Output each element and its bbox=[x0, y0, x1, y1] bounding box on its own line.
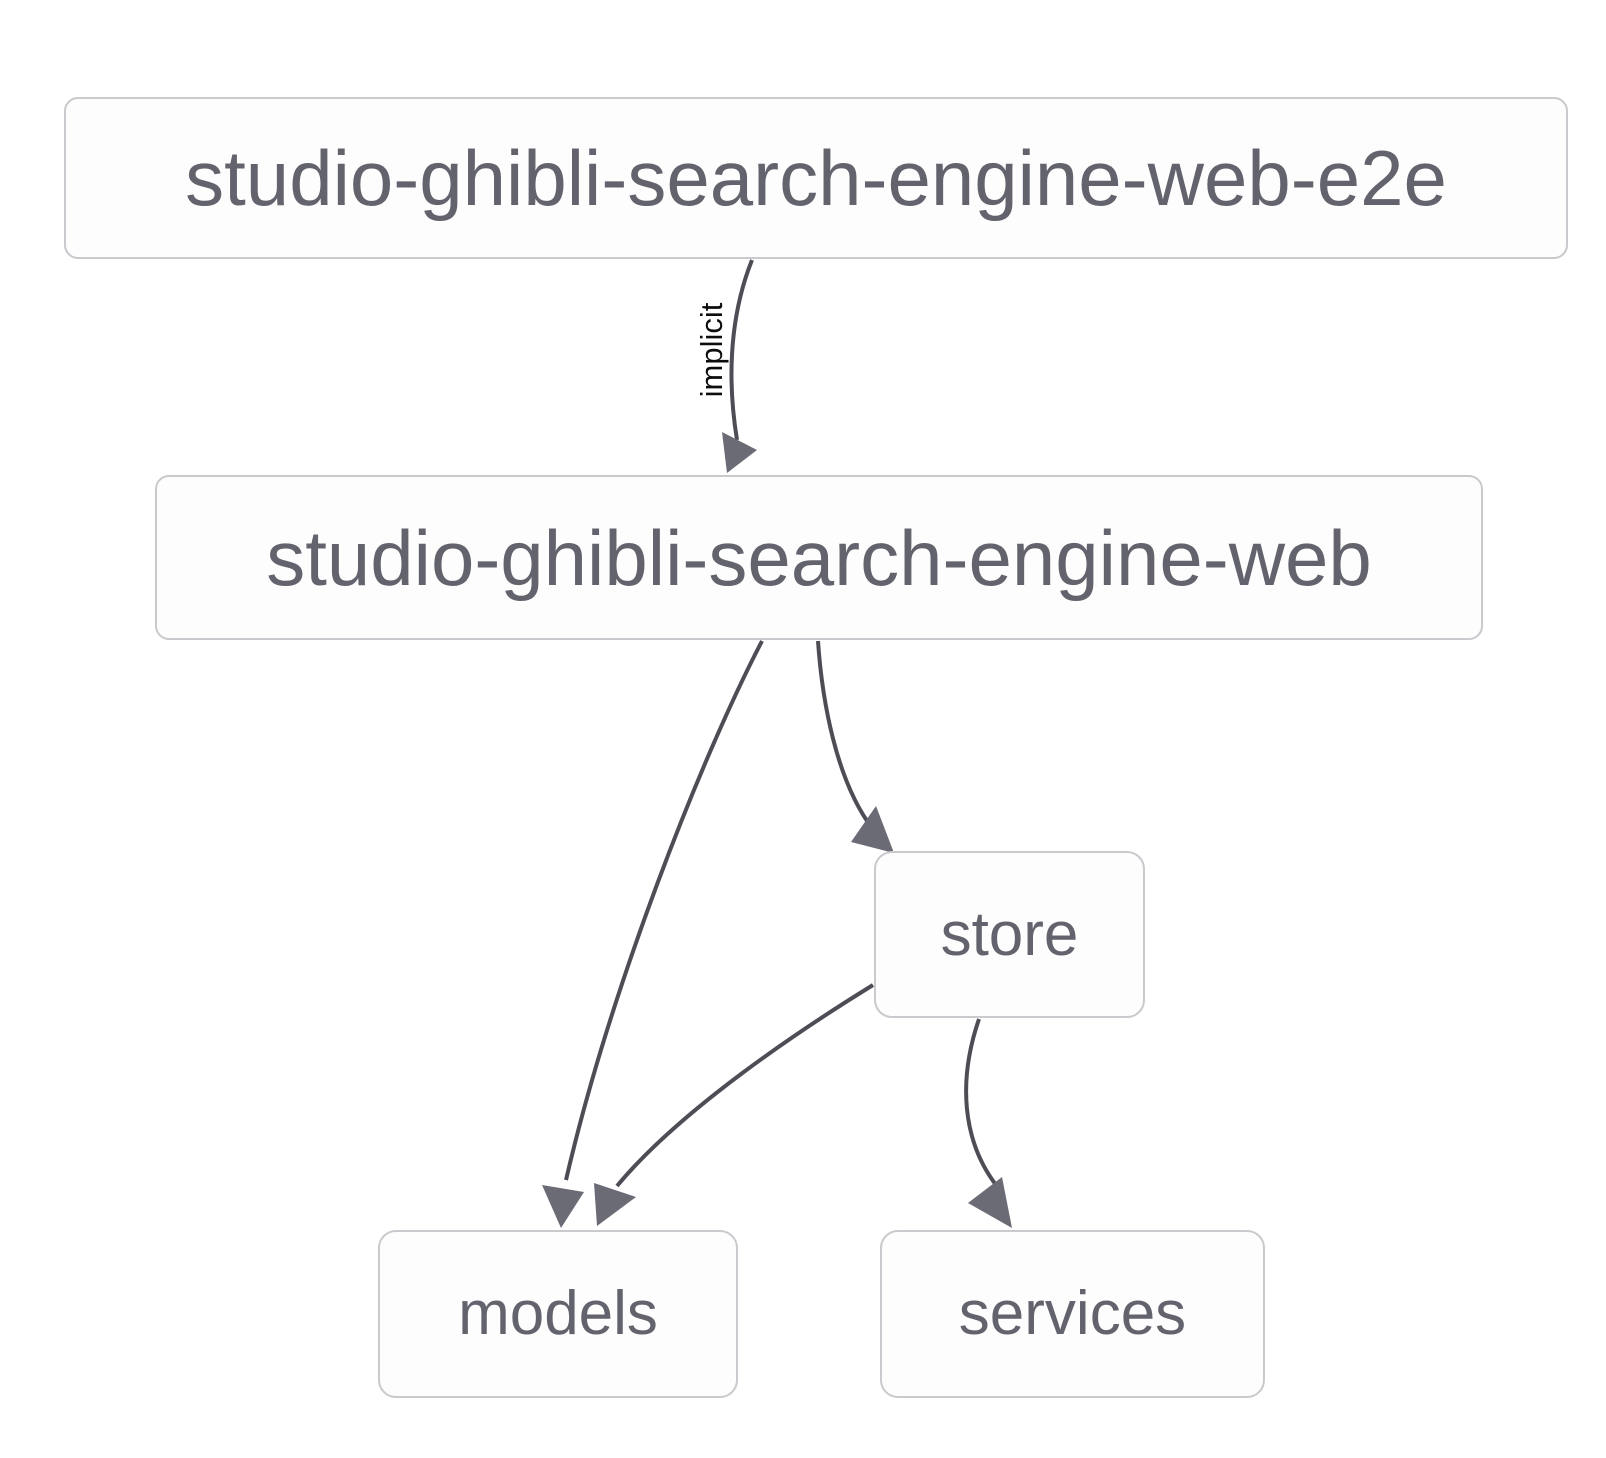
edge-web-to-store[interactable] bbox=[816, 640, 894, 853]
edge-web-to-models[interactable] bbox=[542, 640, 764, 1228]
edge-e2e-to-web-arrowhead bbox=[722, 432, 757, 473]
edge-store-to-models[interactable] bbox=[594, 983, 875, 1226]
node-label: models bbox=[458, 1279, 658, 1348]
edge-label-implicit: implicit bbox=[694, 302, 729, 397]
node-store[interactable]: store bbox=[874, 851, 1145, 1018]
node-studio-ghibli-search-engine-web-e2e[interactable]: studio-ghibli-search-engine-web-e2e bbox=[64, 97, 1568, 259]
node-label: services bbox=[958, 1279, 1187, 1348]
edge-e2e-to-web[interactable]: implicit bbox=[694, 259, 757, 473]
node-label: studio-ghibli-search-engine-web bbox=[266, 513, 1372, 602]
node-studio-ghibli-search-engine-web[interactable]: studio-ghibli-search-engine-web bbox=[155, 475, 1483, 640]
edge-store-to-services-path bbox=[964, 1018, 998, 1187]
node-label: studio-ghibli-search-engine-web-e2e bbox=[185, 134, 1447, 222]
node-label: store bbox=[940, 899, 1079, 969]
edge-web-to-store-path bbox=[816, 640, 874, 830]
edge-store-to-services[interactable] bbox=[964, 1018, 1012, 1228]
edge-web-to-models-arrowhead bbox=[542, 1185, 584, 1228]
edge-store-to-models-path bbox=[615, 983, 875, 1188]
edge-web-to-store-arrowhead bbox=[851, 806, 894, 853]
node-models[interactable]: models bbox=[378, 1230, 738, 1398]
edge-store-to-services-arrowhead bbox=[968, 1177, 1012, 1228]
node-services[interactable]: services bbox=[880, 1230, 1265, 1398]
edge-web-to-models-path bbox=[564, 640, 764, 1181]
edge-e2e-to-web-path bbox=[729, 259, 754, 441]
edge-store-to-models-arrowhead bbox=[594, 1183, 636, 1226]
